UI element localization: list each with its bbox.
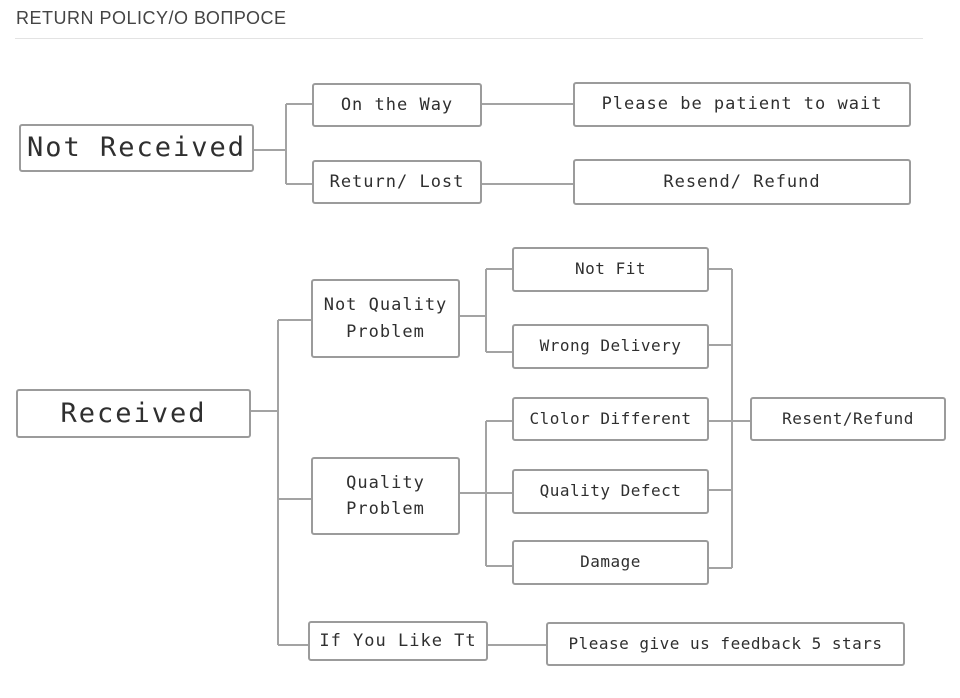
on-the-way-box: On the Way bbox=[312, 83, 482, 127]
feedback-box: Please give us feedback 5 stars bbox=[546, 622, 905, 666]
resent-refund-box: Resent/Refund bbox=[750, 397, 946, 441]
wrong-delivery-box: Wrong Delivery bbox=[512, 324, 709, 369]
return-lost-box: Return/ Lost bbox=[312, 160, 482, 204]
connector-quality-split bbox=[460, 420, 512, 567]
connector-not-received-split bbox=[254, 103, 312, 185]
not-quality-problem-box: Not Quality Problem bbox=[311, 279, 460, 358]
quality-defect-box: Quality Defect bbox=[512, 469, 709, 514]
connector-not-quality-split bbox=[460, 268, 512, 353]
please-be-patient-box: Please be patient to wait bbox=[573, 82, 911, 127]
damage-box: Damage bbox=[512, 540, 709, 585]
quality-problem-box: Quality Problem bbox=[311, 457, 460, 535]
received-box: Received bbox=[16, 389, 251, 438]
not-received-box: Not Received bbox=[19, 124, 254, 172]
if-you-like-box: If You Like Tt bbox=[308, 621, 488, 661]
connector-to-resent-refund bbox=[709, 268, 750, 569]
title-divider bbox=[15, 38, 923, 39]
page-title: RETURN POLICY/О ВОПРОСЕ bbox=[16, 8, 287, 28]
resend-refund-box: Resend/ Refund bbox=[573, 159, 911, 205]
connector-received-split bbox=[251, 319, 311, 646]
color-different-box: Clolor Different bbox=[512, 397, 709, 441]
not-fit-box: Not Fit bbox=[512, 247, 709, 292]
